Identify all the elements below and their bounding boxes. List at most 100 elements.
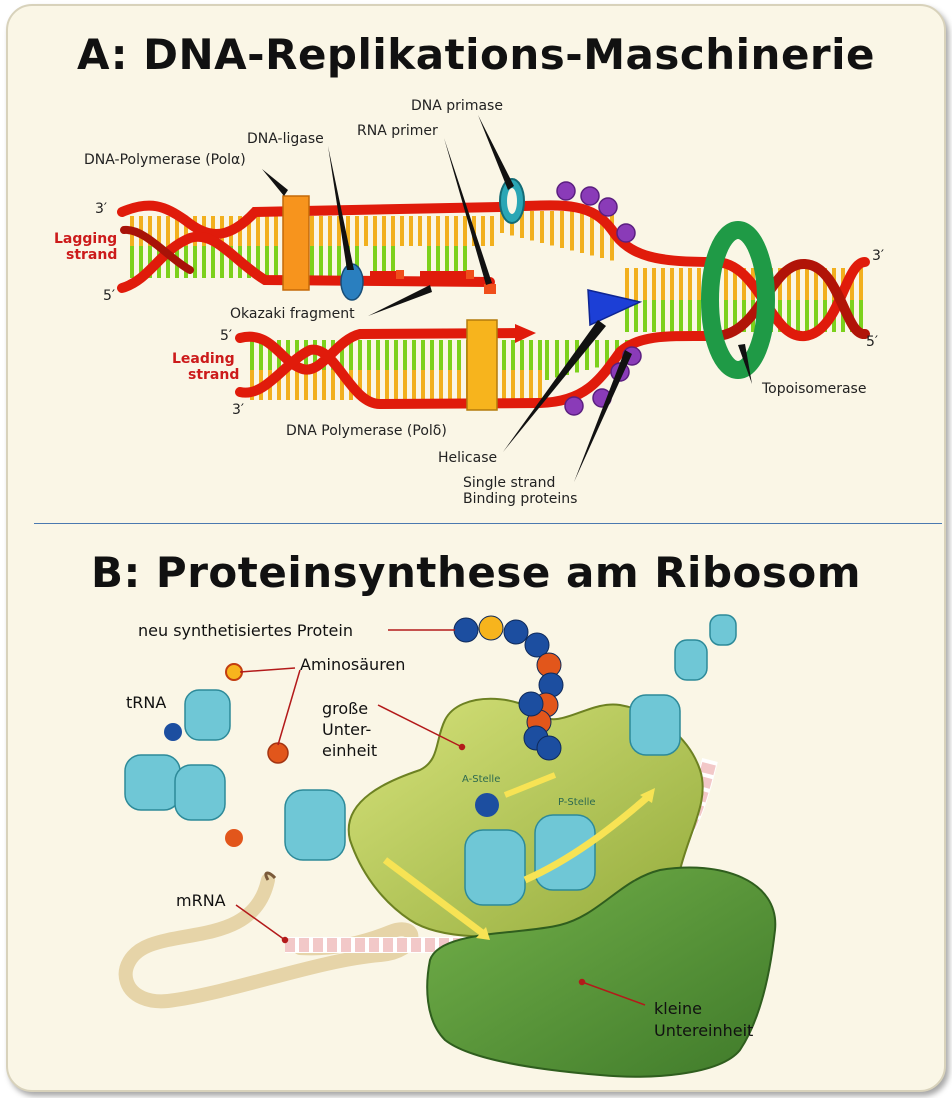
ssb-protein bbox=[616, 223, 636, 243]
base-pair-lower bbox=[502, 370, 506, 400]
protein-chain bbox=[453, 615, 564, 761]
parent-base-upper bbox=[634, 268, 638, 300]
label-small-1: kleine bbox=[654, 999, 702, 1018]
base-pair-upper bbox=[430, 340, 434, 370]
base-pair-upper bbox=[256, 216, 260, 246]
base-pair-lower bbox=[184, 246, 188, 278]
parent-base-upper bbox=[670, 268, 674, 300]
base-pair-lower bbox=[382, 246, 386, 278]
base-unpaired-lower bbox=[565, 340, 569, 375]
base-pair-lower bbox=[385, 370, 389, 400]
protein-bead bbox=[478, 615, 504, 641]
base-unpaired-upper bbox=[500, 211, 504, 233]
ssb-protein bbox=[598, 197, 618, 217]
base-pair-upper bbox=[148, 216, 152, 246]
base-pair-lower bbox=[394, 370, 398, 400]
dna-primase-hole bbox=[507, 188, 517, 214]
base-pair-upper bbox=[457, 340, 461, 370]
base-pair-lower bbox=[454, 246, 458, 278]
parent-base-lower bbox=[688, 300, 692, 332]
parent-base-upper bbox=[805, 268, 809, 300]
flow-arrow-3 bbox=[503, 772, 557, 798]
base-pair-lower bbox=[340, 370, 344, 400]
base-pair-lower bbox=[304, 370, 308, 400]
label-dna-primase: DNA primase bbox=[411, 98, 503, 114]
base-pair-upper bbox=[421, 340, 425, 370]
base-unpaired-upper bbox=[520, 211, 524, 238]
label-a-site: A-Stelle bbox=[462, 774, 500, 785]
parent-base-upper bbox=[661, 268, 665, 300]
parent-base-lower bbox=[661, 300, 665, 332]
base-pair-lower bbox=[403, 370, 407, 400]
label-leading-3prime: 3′ bbox=[232, 402, 244, 418]
base-pair-lower bbox=[427, 246, 431, 278]
base-pair-upper bbox=[364, 216, 368, 246]
parent-base-upper bbox=[733, 268, 737, 300]
base-pair-lower bbox=[367, 370, 371, 400]
parent-helix-strand-2 bbox=[710, 259, 870, 341]
base-pair-upper bbox=[400, 216, 404, 246]
base-pair-upper bbox=[358, 340, 362, 370]
base-pair-upper bbox=[328, 216, 332, 246]
label-mrna: mRNA bbox=[176, 891, 226, 910]
base-pair-lower bbox=[445, 246, 449, 278]
base-unpaired-upper bbox=[550, 211, 554, 246]
base-pair-lower bbox=[193, 246, 197, 278]
base-pair-lower bbox=[337, 246, 341, 278]
topoisomerase bbox=[701, 221, 775, 379]
base-pair-upper bbox=[391, 216, 395, 246]
base-pair-upper bbox=[448, 340, 452, 370]
base-pair-lower bbox=[331, 370, 335, 400]
base-pair-lower bbox=[421, 370, 425, 400]
parent-base-lower bbox=[805, 300, 809, 332]
base-unpaired-lower bbox=[595, 340, 599, 368]
parent-base-lower bbox=[670, 300, 674, 332]
base-pair-lower bbox=[211, 246, 215, 278]
flow-arrow-1-head bbox=[476, 927, 490, 940]
base-pair-upper bbox=[394, 340, 398, 370]
parent-base-upper bbox=[697, 268, 701, 300]
label-ssb-1: Single strand bbox=[463, 475, 555, 491]
base-pair-lower bbox=[250, 370, 254, 400]
base-pair-lower bbox=[139, 246, 143, 278]
amino-acid-orange-2 bbox=[225, 829, 243, 847]
base-pair-upper bbox=[412, 340, 416, 370]
base-pair-lower bbox=[529, 370, 533, 400]
label-lagging-2: strand bbox=[66, 247, 117, 263]
ssb-protein bbox=[564, 396, 584, 416]
parent-base-lower bbox=[724, 300, 728, 332]
base-pair-upper bbox=[349, 340, 353, 370]
lagging-new-backbone bbox=[117, 231, 495, 293]
ribosome-small-subunit bbox=[426, 866, 777, 1078]
base-pair-upper bbox=[520, 340, 524, 370]
base-pair-upper bbox=[337, 216, 341, 246]
label-protein: neu synthetisiertes Protein bbox=[138, 621, 353, 640]
title-a: A: DNA-Replikations-Maschinerie bbox=[76, 30, 876, 79]
base-pair-lower bbox=[130, 246, 134, 278]
base-pair-lower bbox=[295, 370, 299, 400]
base-pair-lower bbox=[322, 370, 326, 400]
base-pair-upper bbox=[268, 340, 272, 370]
label-pol-alpha: DNA-Polymerase (Polα) bbox=[84, 152, 246, 168]
label-leading-5prime: 5′ bbox=[220, 328, 232, 344]
helicase bbox=[587, 289, 643, 327]
protein-bead bbox=[503, 619, 529, 645]
parent-base-lower bbox=[814, 300, 818, 332]
base-pair-upper bbox=[355, 216, 359, 246]
base-pair-lower bbox=[328, 246, 332, 278]
base-pair-upper bbox=[511, 340, 515, 370]
base-unpaired-upper bbox=[560, 211, 564, 248]
trna-free-1 bbox=[124, 754, 181, 811]
base-pair-upper bbox=[490, 216, 494, 246]
base-pair-lower bbox=[277, 370, 281, 400]
base-pair-upper bbox=[436, 216, 440, 246]
label-lagging-3prime: 3′ bbox=[95, 201, 107, 217]
base-pair-upper bbox=[385, 340, 389, 370]
trna-group bbox=[124, 614, 737, 906]
rna-primer-1 bbox=[396, 270, 404, 279]
ribosome-diagram: neu synthetisiertes Protein Aminosäuren … bbox=[118, 614, 777, 1078]
base-pair-lower bbox=[274, 246, 278, 278]
dna-replication-diagram: DNA primase DNA-ligase RNA primer DNA-Po… bbox=[54, 98, 884, 507]
parent-base-lower bbox=[742, 300, 746, 332]
lagging-strand-bases bbox=[130, 211, 614, 278]
